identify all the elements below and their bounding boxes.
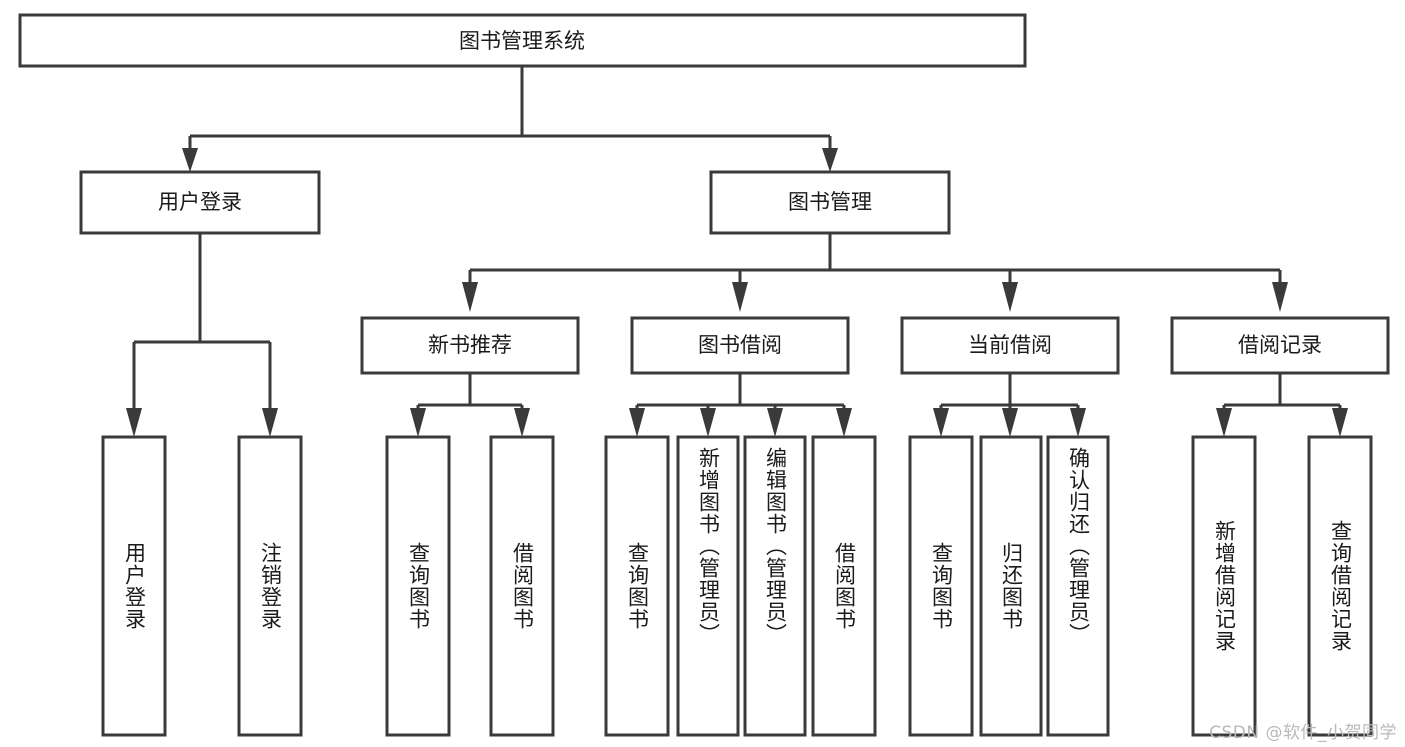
leaf-box-borrow-record-0[interactable] (1191, 435, 1257, 737)
node-borrow-record[interactable]: 借阅记录 (1170, 316, 1390, 375)
connector-root-to-level2 (182, 66, 838, 172)
node-root[interactable]: 图书管理系统 (18, 13, 1027, 68)
arrow-head (1070, 408, 1086, 437)
connector-bookborrow-to-leaves (629, 373, 852, 437)
leaf-box-book-borrow-1[interactable] (676, 435, 740, 737)
arrow-head (629, 408, 645, 437)
arrow-head (1002, 408, 1018, 437)
arrow-head (933, 408, 949, 437)
node-current-borrow-label: 当前借阅 (968, 333, 1052, 357)
leaf-box-current-borrow-2[interactable] (1046, 435, 1110, 737)
node-root-label: 图书管理系统 (459, 29, 585, 53)
connector-userlogin-to-leaves (126, 233, 278, 437)
leaf-box-user-login-0[interactable] (101, 435, 167, 737)
node-book-borrow-label: 图书借阅 (698, 333, 782, 357)
arrow-head (514, 408, 530, 437)
leaf-box-current-borrow-0[interactable] (908, 435, 974, 737)
node-borrow-record-label: 借阅记录 (1238, 333, 1322, 357)
arrow-head (822, 148, 838, 172)
leaf-box-borrow-record-1[interactable] (1307, 435, 1373, 737)
arrow-head (262, 408, 278, 437)
leaf-box-book-borrow-3[interactable] (811, 435, 877, 737)
node-user-login[interactable]: 用户登录 (79, 170, 321, 235)
leaf-box-book-borrow-2[interactable] (743, 435, 807, 737)
arrow-head (1002, 282, 1018, 312)
watermark-text: CSDN @软件_小贺同学 (1209, 723, 1397, 743)
arrow-head (1216, 408, 1232, 437)
leaf-box-new-book-0[interactable] (385, 435, 451, 737)
arrow-head (1272, 282, 1288, 312)
arrow-head (182, 148, 198, 172)
connector-borrowrecord-to-leaves (1216, 373, 1348, 437)
node-book-management-label: 图书管理 (788, 190, 872, 214)
arrow-head (1332, 408, 1348, 437)
connector-newbook-to-leaves (410, 373, 530, 437)
node-book-borrow[interactable]: 图书借阅 (630, 316, 850, 375)
connector-bookmgmt-to-level3 (462, 233, 1288, 312)
arrow-head (410, 408, 426, 437)
leaf-box-new-book-1[interactable] (489, 435, 555, 737)
node-current-borrow[interactable]: 当前借阅 (900, 316, 1120, 375)
node-book-management[interactable]: 图书管理 (709, 170, 951, 235)
leaf-box-current-borrow-1[interactable] (979, 435, 1043, 737)
arrow-head (700, 408, 716, 437)
arrow-head (732, 282, 748, 312)
connector-currentborrow-to-leaves (933, 373, 1086, 437)
node-user-login-label: 用户登录 (158, 190, 242, 214)
node-new-book-recommend[interactable]: 新书推荐 (360, 316, 580, 375)
leaf-box-user-login-1[interactable] (237, 435, 303, 737)
arrow-head (767, 408, 783, 437)
arrow-head (126, 408, 142, 437)
arrow-head (462, 282, 478, 312)
node-new-book-recommend-label: 新书推荐 (428, 333, 512, 357)
arrow-head (836, 408, 852, 437)
leaf-box-book-borrow-0[interactable] (604, 435, 670, 737)
